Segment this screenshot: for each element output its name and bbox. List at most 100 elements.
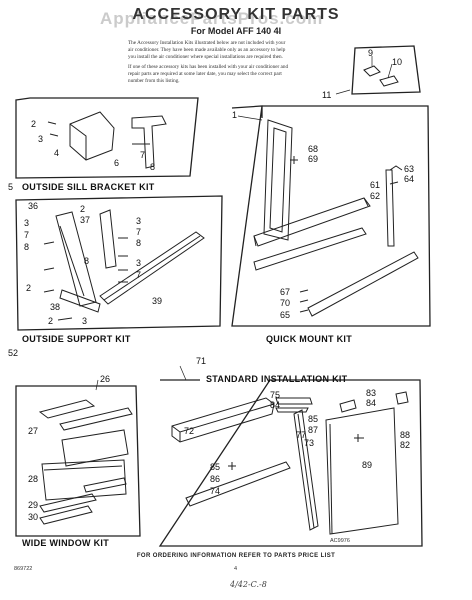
callout-30: 30 <box>28 512 39 522</box>
callout-7: 7 <box>24 230 30 240</box>
callout-38: 38 <box>50 302 61 312</box>
si-channel-inner <box>297 413 315 529</box>
kit-label-outside-support: OUTSIDE SUPPORT KIT <box>22 334 131 344</box>
doc-code-center: 4 <box>234 566 238 572</box>
screw <box>47 121 59 137</box>
intro-paragraph: The Accessory Installation Kits illustra… <box>128 40 344 85</box>
callout-83: 83 <box>366 388 377 398</box>
callout-63: 63 <box>404 164 415 174</box>
callout-3: 3 <box>136 216 142 226</box>
callout-27: 27 <box>28 426 39 436</box>
page-title: ACCESSORY KIT PARTS <box>132 6 340 23</box>
callout-7: 7 <box>136 270 142 280</box>
callout-64: 64 <box>404 174 415 184</box>
leader-line <box>95 379 99 391</box>
ww-foam <box>61 429 129 467</box>
callout-84: 84 <box>366 398 377 408</box>
si-corner <box>395 391 409 405</box>
intro-line: number from this listing. <box>128 78 180 84</box>
kit-label-outside-sill-bracket: OUTSIDE SILL BRACKET KIT <box>22 182 155 192</box>
watermark: AppliancePartsPros.com <box>100 9 324 28</box>
si-sash-strip <box>185 461 291 507</box>
callout-84: 84 <box>270 400 281 410</box>
callout-85: 85 <box>210 462 221 472</box>
doc-code-right: AC9976 <box>330 538 350 544</box>
callout-8: 8 <box>150 162 156 172</box>
callout-4: 4 <box>54 148 60 158</box>
kit-label-quick-mount: QUICK MOUNT KIT <box>266 334 352 344</box>
callout-67: 67 <box>280 287 291 297</box>
callout-8: 8 <box>84 256 90 266</box>
ww-strip-top <box>38 399 96 419</box>
support-bolt <box>118 237 128 283</box>
page-subtitle: For Model AFF 140 4I <box>190 26 282 36</box>
sill-bracket-shape <box>131 115 167 169</box>
callout-6: 6 <box>114 158 120 168</box>
callout-77: 77 <box>296 430 307 440</box>
qm-rail-upper <box>253 197 371 247</box>
callout-28: 28 <box>28 474 39 484</box>
callout-10: 10 <box>392 57 403 67</box>
support-bolt <box>43 241 73 321</box>
callout-2: 2 <box>31 119 37 129</box>
callout-26: 26 <box>100 374 111 384</box>
callout-3: 3 <box>38 134 44 144</box>
si-angle-2 <box>275 407 309 413</box>
callout-3: 3 <box>82 316 88 326</box>
leader-line <box>237 115 263 121</box>
support-brace <box>99 209 117 269</box>
callout-3: 3 <box>24 218 30 228</box>
ww-bar-1 <box>39 493 97 513</box>
si-panel <box>325 407 399 535</box>
intro-line: If one of these accessory kits has been … <box>128 64 289 70</box>
callout-86: 86 <box>210 474 221 484</box>
callout-75: 75 <box>270 390 281 400</box>
wide-window-box <box>15 385 141 537</box>
part-9-shape <box>363 65 381 77</box>
qm-frame <box>263 119 293 241</box>
si-channel <box>293 409 319 531</box>
callout-5: 5 <box>8 182 14 192</box>
callout-8: 8 <box>136 238 142 248</box>
callout-7: 7 <box>136 227 142 237</box>
handwritten-note: 4/42-C.-8 <box>230 580 267 589</box>
support-arm-inner <box>59 225 85 297</box>
sill-plate <box>69 111 115 161</box>
sill-bracket-box <box>15 97 199 179</box>
small-parts-box <box>351 45 421 95</box>
callout-88: 88 <box>400 430 411 440</box>
callout-2: 2 <box>26 283 32 293</box>
callout-85: 85 <box>308 414 319 424</box>
qm-rail-upper-edge <box>253 197 369 247</box>
callout-7: 7 <box>140 150 146 160</box>
callout-2: 2 <box>48 316 54 326</box>
callout-9: 9 <box>368 48 374 58</box>
leader-line <box>335 56 393 95</box>
callout-52: 52 <box>8 348 19 358</box>
callout-39: 39 <box>152 296 163 306</box>
support-rail <box>99 231 205 305</box>
callout-70: 70 <box>280 298 291 308</box>
leader-line <box>179 365 187 381</box>
standard-install-box <box>158 379 423 547</box>
footer-note: FOR ORDERING INFORMATION REFER TO PARTS … <box>136 553 336 559</box>
callout-3: 3 <box>136 258 142 268</box>
quick-mount-box <box>231 105 431 327</box>
intro-line: The Accessory Installation Kits illustra… <box>128 40 286 46</box>
callout-69: 69 <box>308 154 319 164</box>
si-screw <box>354 434 364 442</box>
ww-board <box>41 459 127 501</box>
si-screw <box>228 462 236 470</box>
doc-code-left: 869722 <box>14 566 33 572</box>
si-panel-edge <box>329 423 333 535</box>
kit-label-wide-window: WIDE WINDOW KIT <box>22 538 109 548</box>
si-angle-1 <box>275 397 313 405</box>
qm-clip <box>389 165 403 185</box>
ww-panel-upper <box>59 407 133 431</box>
callout-29: 29 <box>28 500 39 510</box>
ww-bar-3 <box>83 477 127 493</box>
callout-11: 11 <box>322 90 332 100</box>
support-foot <box>59 289 101 313</box>
callout-8: 8 <box>24 242 30 252</box>
